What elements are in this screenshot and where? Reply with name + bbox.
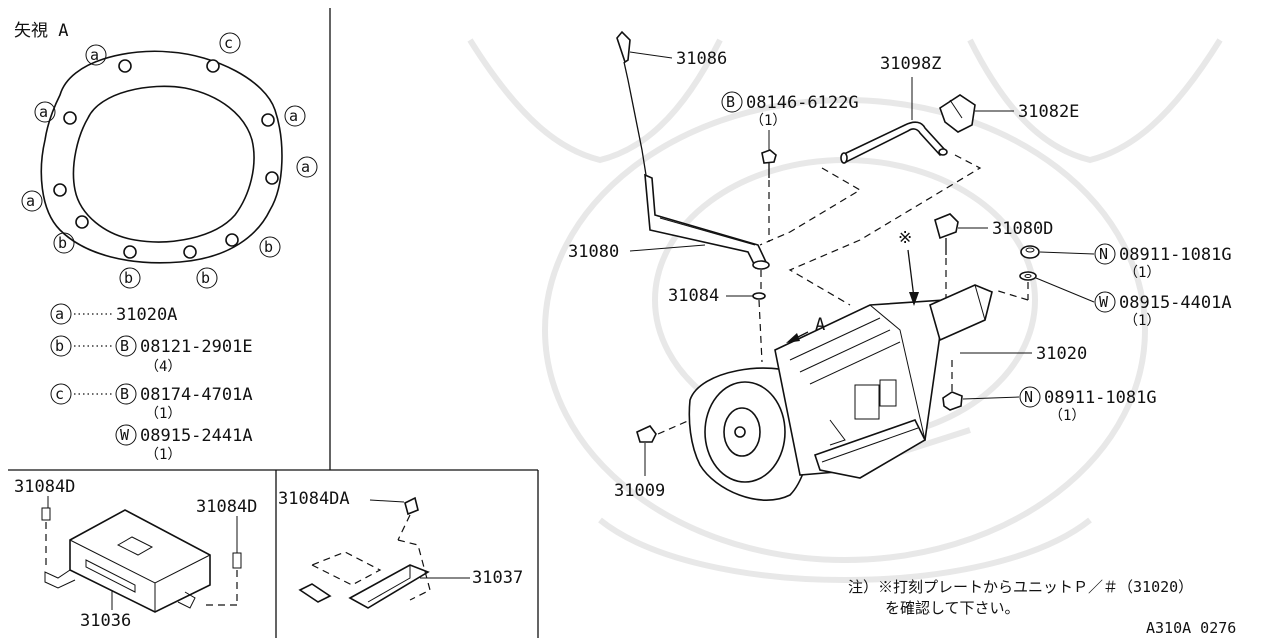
- callout-31084: 31084: [668, 286, 719, 306]
- gasket-drawing: [40, 50, 283, 264]
- svg-text:c: c: [224, 34, 233, 52]
- breather-hose: [759, 121, 982, 306]
- callout-31037: 31037: [472, 568, 523, 588]
- note-line-1: 注）※打刻プレートからユニットＰ／＃（31020）: [848, 578, 1193, 596]
- transmission-drawing: [688, 284, 993, 501]
- callout-31084d-left: 31084D: [14, 477, 75, 497]
- view-marker-a: a: [21, 190, 43, 212]
- callout-31080d: 31080D: [992, 219, 1053, 239]
- svg-text:N: N: [1024, 388, 1033, 406]
- callout-31036: 31036: [80, 611, 131, 631]
- callout-31082e: 31082E: [1018, 102, 1079, 122]
- svg-text:b: b: [264, 238, 273, 256]
- callout-31098z: 31098Z: [880, 54, 941, 74]
- view-arrow-a: A: [786, 315, 825, 343]
- svg-text:c: c: [55, 385, 64, 403]
- svg-text:B: B: [120, 385, 129, 403]
- svg-text:（1）: （1）: [750, 113, 786, 129]
- note-line-2: を確認して下さい。: [885, 599, 1020, 617]
- svg-text:W: W: [1099, 293, 1109, 311]
- callout-08911-bottom: N 08911-1081G （1）: [1019, 386, 1157, 424]
- svg-text:b: b: [124, 269, 133, 287]
- svg-text:（1）: （1）: [145, 406, 181, 422]
- svg-text:08911-1081G: 08911-1081G: [1044, 388, 1157, 408]
- svg-text:08146-6122G: 08146-6122G: [746, 93, 859, 113]
- view-marker-b: b: [259, 236, 281, 258]
- svg-text:a: a: [26, 192, 35, 210]
- svg-text:a: a: [39, 103, 48, 121]
- view-marker-b: b: [196, 267, 218, 289]
- callout-31080: 31080: [568, 242, 619, 262]
- svg-text:（4）: （4）: [145, 359, 181, 375]
- callout-08911-top: N 08911-1081G （1）: [1094, 243, 1232, 281]
- svg-text:08911-1081G: 08911-1081G: [1119, 245, 1232, 265]
- svg-text:（1）: （1）: [1124, 265, 1160, 281]
- svg-text:B: B: [726, 93, 735, 111]
- svg-text:a: a: [301, 158, 310, 176]
- view-marker-c: c: [219, 32, 241, 54]
- callout-08915: W 08915-4401A （1）: [1094, 291, 1232, 329]
- view-title: 矢視 A: [14, 21, 68, 41]
- svg-text:a: a: [55, 305, 64, 323]
- svg-text:08915-2441A: 08915-2441A: [140, 426, 253, 446]
- callout-31084d-right: 31084D: [196, 497, 257, 517]
- callout-31084da: 31084DA: [278, 489, 350, 509]
- svg-text:31020A: 31020A: [116, 305, 177, 325]
- svg-text:（1）: （1）: [1049, 408, 1085, 424]
- clip-31082e: [939, 94, 976, 133]
- legend-row-c: c B 08174-4701A （1）: [50, 383, 253, 422]
- drain-plug-31009: [636, 425, 657, 443]
- callout-08146: B 08146-6122G （1）: [721, 91, 859, 129]
- view-marker-b: b: [53, 232, 75, 254]
- svg-text:08121-2901E: 08121-2901E: [140, 337, 253, 357]
- view-marker-a: a: [284, 105, 306, 127]
- control-unit-drawing: [41, 507, 242, 613]
- star-mark: ※: [898, 228, 912, 248]
- callout-31009: 31009: [614, 481, 665, 501]
- svg-text:b: b: [55, 337, 64, 355]
- callout-31086: 31086: [676, 49, 727, 69]
- svg-text:W: W: [120, 426, 130, 444]
- svg-text:A: A: [815, 315, 825, 335]
- legend-row-a: a 31020A: [50, 303, 177, 325]
- svg-text:b: b: [201, 269, 210, 287]
- svg-text:B: B: [120, 337, 129, 355]
- panel-borders: [8, 8, 539, 638]
- bolt-08146: [761, 149, 777, 178]
- svg-text:08174-4701A: 08174-4701A: [140, 385, 253, 405]
- legend-row-w: W 08915-2441A （1）: [115, 424, 253, 463]
- legend-row-b: b B 08121-2901E （4）: [50, 335, 253, 375]
- svg-text:a: a: [289, 107, 298, 125]
- diagram-code: A310A 0276: [1146, 619, 1236, 637]
- svg-text:08915-4401A: 08915-4401A: [1119, 293, 1232, 313]
- view-marker-a: a: [85, 44, 107, 66]
- dipstick-assembly: [616, 30, 770, 363]
- view-marker-a: a: [34, 101, 56, 123]
- svg-text:b: b: [58, 234, 67, 252]
- callout-31020: 31020: [1036, 344, 1087, 364]
- nut-08911-top: [1020, 245, 1040, 259]
- nut-08911-bottom: [942, 391, 963, 411]
- view-marker-a: a: [296, 156, 318, 178]
- view-marker-b: b: [119, 267, 141, 289]
- bracket-drawing: [298, 496, 431, 609]
- bolt-31080d: [934, 213, 959, 255]
- svg-text:（1）: （1）: [1124, 313, 1160, 329]
- svg-text:N: N: [1099, 245, 1108, 263]
- washer-08915: [1019, 271, 1037, 281]
- svg-text:（1）: （1）: [145, 447, 181, 463]
- svg-text:a: a: [90, 46, 99, 64]
